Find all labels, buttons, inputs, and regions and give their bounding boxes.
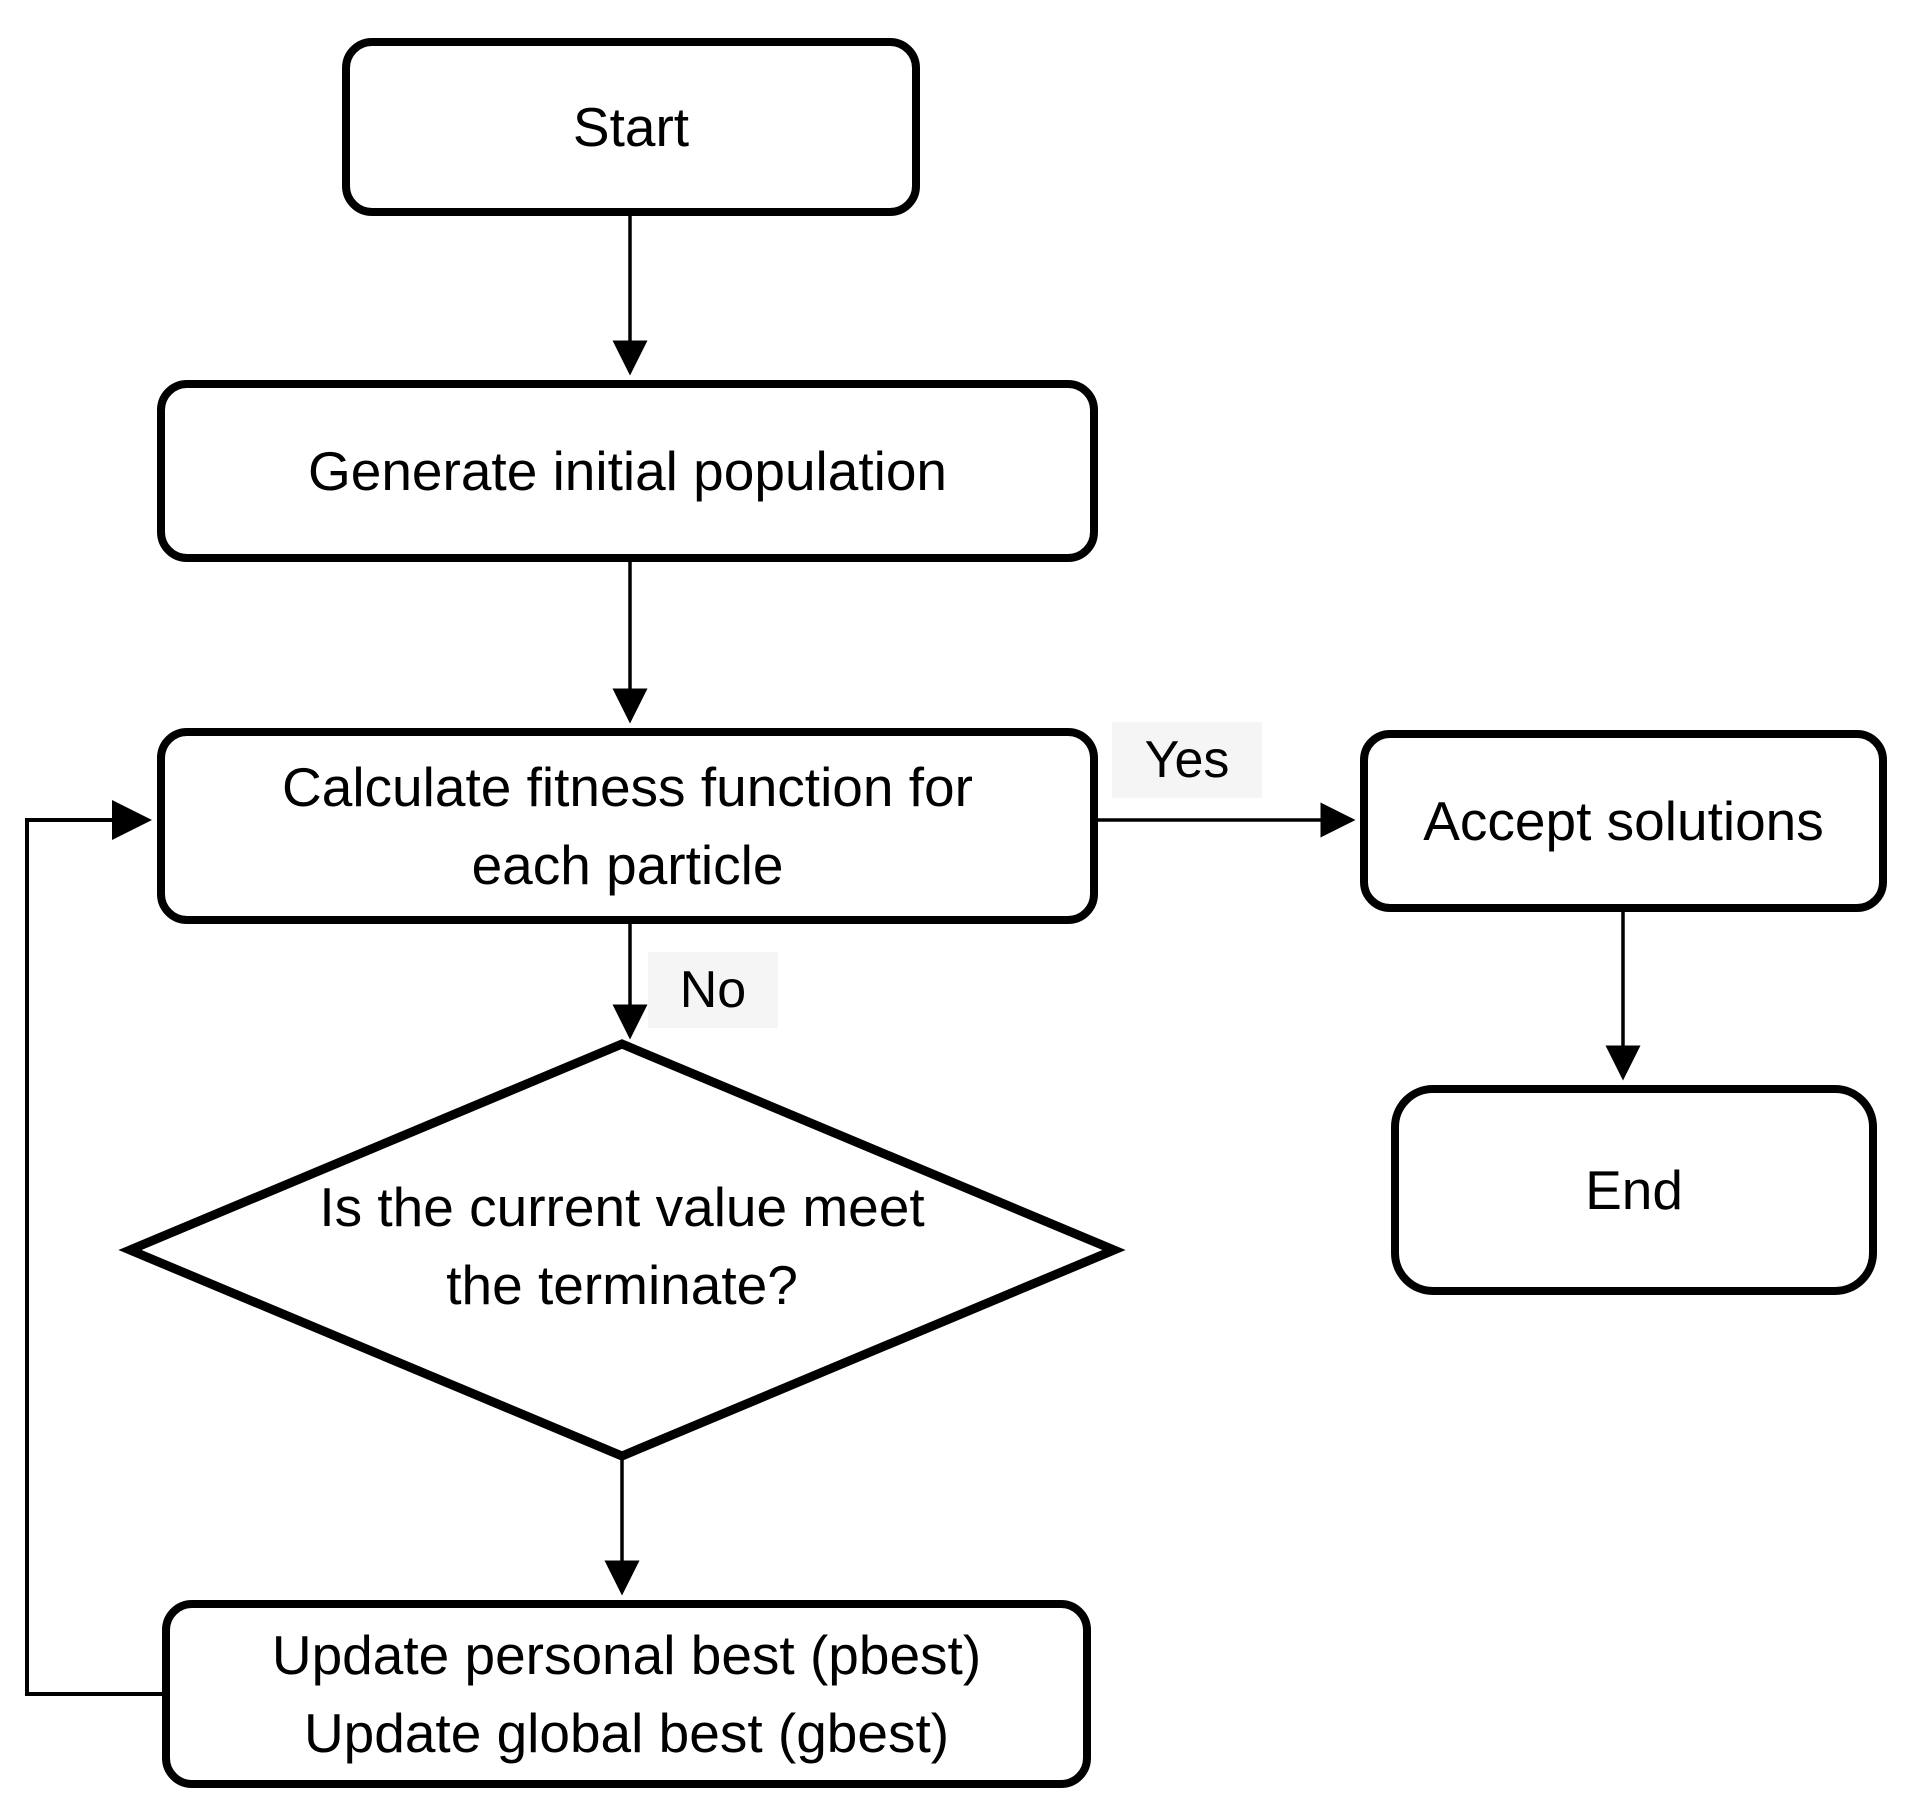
generate-population-label: Generate initial population bbox=[307, 439, 948, 502]
edge-label-yes: Yes bbox=[1112, 722, 1262, 798]
end-node: End bbox=[1391, 1085, 1877, 1295]
accept-solutions-node: Accept solutions bbox=[1360, 730, 1887, 912]
decision-label-line2: the terminate? bbox=[446, 1254, 798, 1317]
update-best-label-line1: Update personal best (pbest) bbox=[271, 1623, 982, 1686]
edge-label-no: No bbox=[648, 952, 778, 1028]
calculate-fitness-node: Calculate fitness function for each part… bbox=[157, 728, 1098, 924]
calculate-fitness-label-line2: each particle bbox=[471, 834, 784, 896]
update-best-node: Update personal best (pbest) Update glob… bbox=[162, 1600, 1091, 1788]
generate-population-node: Generate initial population bbox=[157, 380, 1098, 562]
start-node-label: Start bbox=[572, 95, 690, 158]
accept-solutions-label: Accept solutions bbox=[1423, 789, 1824, 852]
decision-node-label: Is the current value meet the terminate? bbox=[222, 1168, 1022, 1324]
start-node: Start bbox=[342, 38, 920, 216]
decision-label-line1: Is the current value meet bbox=[319, 1176, 925, 1238]
update-best-label-line2: Update global best (gbest) bbox=[303, 1702, 950, 1764]
arrow-update-to-calculate-loop bbox=[25, 800, 162, 1696]
end-node-label: End bbox=[1585, 1158, 1683, 1221]
calculate-fitness-label-line1: Calculate fitness function for bbox=[282, 755, 973, 818]
